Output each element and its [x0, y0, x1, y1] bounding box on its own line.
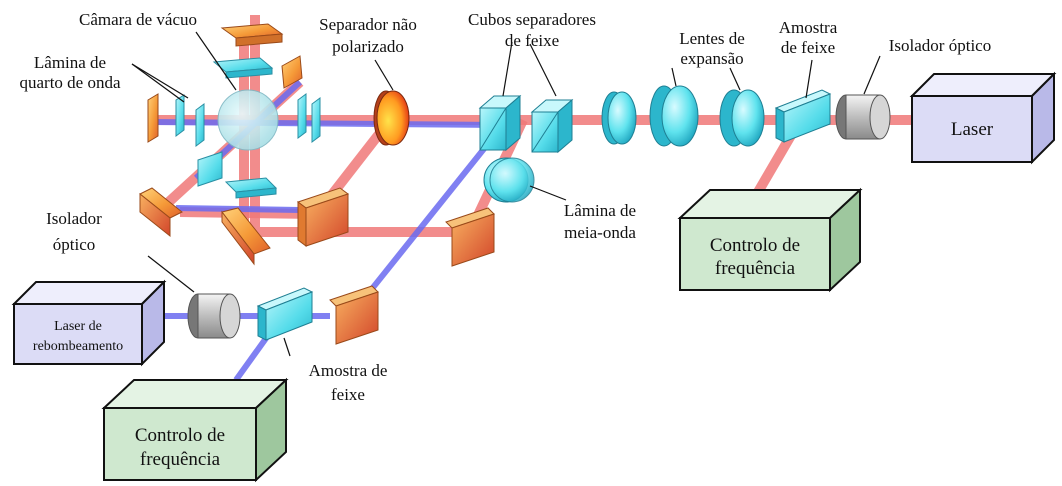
label-sampler-bottom-2: feixe — [331, 385, 365, 404]
freq-control-right-label-1: Controlo de — [710, 235, 800, 256]
half-wave-plate — [483, 157, 535, 203]
repump-laser-box — [11, 279, 167, 367]
lens-large-1 — [649, 85, 699, 147]
freq-control-left-box — [101, 377, 289, 483]
repump-beam-up — [352, 123, 506, 312]
laser-label: Laser — [951, 119, 994, 140]
mirrors — [139, 23, 495, 345]
qwp-left-lower — [175, 94, 185, 137]
mirror-left — [147, 93, 159, 143]
label-sampler-top-1: Amostra — [779, 18, 838, 37]
vacuum-chamber-sphere — [217, 89, 279, 151]
mirror-right-lower-front — [451, 213, 495, 267]
leader-lines — [131, 31, 881, 357]
mirror-left-lower-face — [139, 192, 171, 238]
mirror-top-right — [281, 55, 303, 89]
optical-isolator-left — [187, 293, 241, 339]
freq-control-left-label-1: Controlo de — [135, 425, 225, 446]
label-nonpol-splitter-1: Separador não — [319, 15, 417, 34]
freq-control-right-box — [677, 187, 863, 293]
label-sampler-bottom-1: Amostra de — [309, 361, 388, 380]
freq-control-left-label-2: frequência — [140, 449, 221, 470]
label-cubes-1: Cubos separadores — [468, 10, 596, 29]
lens-large-2 — [719, 89, 765, 147]
label-isolator-top: Isolador óptico — [889, 36, 991, 55]
repump-laser-label-1: Laser de — [54, 319, 102, 334]
label-nonpol-splitter-2: polarizado — [332, 37, 404, 56]
label-isolator-left-1: Isolador — [46, 209, 102, 228]
qwp-right-outer — [311, 97, 321, 143]
lens-small — [601, 91, 637, 145]
beam-sampler-bottom — [256, 287, 314, 341]
splitter-face — [376, 90, 410, 146]
optical-isolator-top — [835, 94, 891, 140]
cube-2 — [530, 98, 574, 154]
expansion-lenses — [601, 85, 765, 147]
repump-laser-label-2: rebombeamento — [33, 339, 123, 354]
label-cubes-2: de feixe — [505, 31, 559, 50]
label-expansion-1: Lentes de — [679, 29, 745, 48]
mirror-bottom-face — [221, 210, 255, 266]
non-polarizing-splitter — [373, 90, 410, 146]
label-expansion-2: expansão — [680, 49, 743, 68]
qwp-bottom-side — [235, 187, 277, 199]
label-vacuum-chamber: Câmara de vácuo — [79, 10, 197, 29]
laser-box — [909, 71, 1057, 165]
quarter-wave-plates — [175, 57, 321, 199]
qwp-right — [297, 93, 307, 139]
label-half-wave-1: Lâmina de — [564, 201, 636, 220]
label-half-wave-2: meia-onda — [564, 223, 636, 242]
mirror-top-side — [235, 33, 283, 47]
qwp-left-upper — [195, 103, 205, 147]
mirror-center-lower-front — [305, 193, 349, 247]
cube-1 — [478, 94, 522, 152]
label-isolator-left-2: óptico — [53, 235, 96, 254]
mirror-repump-front — [335, 291, 379, 345]
label-quarter-wave-1: Lâmina de — [34, 53, 106, 72]
beam-splitter-cubes — [478, 94, 574, 154]
label-quarter-wave-2: quarto de onda — [19, 73, 120, 92]
label-sampler-top-2: de feixe — [781, 38, 835, 57]
qwp-bottom-left — [197, 151, 223, 187]
beam-sampler-top — [774, 89, 832, 143]
freq-control-right-label-2: frequência — [715, 258, 796, 279]
mirror-center-lower-face — [297, 201, 307, 247]
vacuum-chamber — [217, 89, 279, 151]
repump-beam-horizontal — [149, 119, 504, 128]
